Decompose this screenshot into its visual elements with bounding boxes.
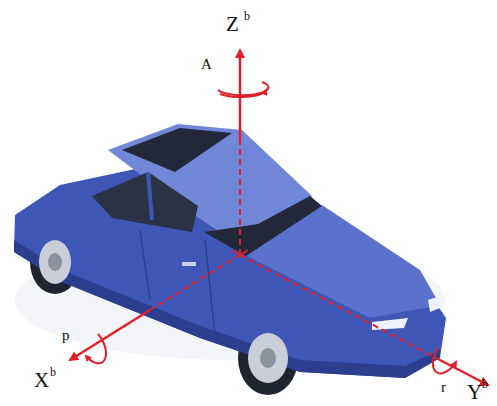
- axis-superscript: b: [482, 378, 488, 390]
- rotation-label: p: [62, 328, 70, 343]
- axis-superscript: b: [244, 10, 250, 22]
- axis-letter: Z: [226, 14, 239, 35]
- axis-letter: X: [34, 370, 49, 391]
- rotation-label: r: [441, 380, 446, 395]
- axis-superscript: b: [50, 366, 56, 378]
- axis-letter: Y: [467, 382, 482, 403]
- rotation-label: A: [201, 57, 212, 72]
